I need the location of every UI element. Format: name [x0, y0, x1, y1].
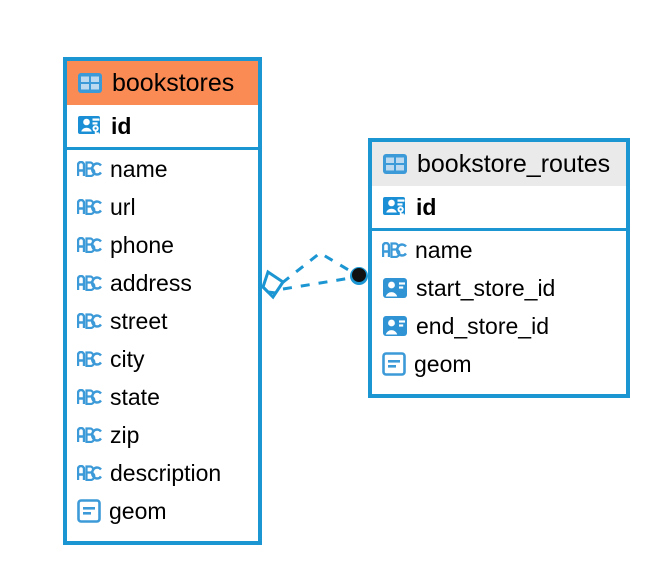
field-separator [67, 147, 258, 150]
abc-text-icon [77, 465, 102, 481]
abc-text-icon [382, 242, 407, 258]
field-label-end-store-id: end_store_id [416, 312, 549, 339]
field-label-zip: zip [110, 421, 140, 448]
abc-text-icon [77, 389, 102, 405]
abc-text-icon [77, 275, 102, 291]
relationship-line-upper [281, 251, 358, 285]
abc-text-icon [77, 351, 102, 367]
field-row-id[interactable]: id [372, 186, 626, 228]
field-separator [372, 228, 626, 231]
field-label-street: street [110, 307, 168, 334]
abc-text-icon [77, 427, 102, 443]
field-row-name[interactable]: name [67, 150, 258, 188]
entity-header-bookstores[interactable]: bookstores [67, 61, 258, 105]
primary-key-icon [77, 113, 103, 139]
field-row-street[interactable]: street [67, 302, 258, 340]
entity-title-bookstores: bookstores [112, 68, 235, 97]
field-label-description: description [110, 459, 222, 486]
field-label-geom: geom [414, 350, 472, 377]
field-label-state: state [110, 383, 160, 410]
field-row-url[interactable]: url [67, 188, 258, 226]
abc-text-icon [77, 161, 102, 177]
entity-header-bookstore-routes[interactable]: bookstore_routes [372, 142, 626, 186]
field-row-state[interactable]: state [67, 378, 258, 416]
entity-bookstores[interactable]: bookstores [63, 57, 262, 545]
field-row-phone[interactable]: phone [67, 226, 258, 264]
abc-text-icon [77, 313, 102, 329]
field-row-geom[interactable]: geom [372, 345, 626, 383]
field-row-end-store-id[interactable]: end_store_id [372, 307, 626, 345]
field-row-id[interactable]: id [67, 105, 258, 147]
relationship-target-circle-icon [350, 267, 368, 285]
field-row-description[interactable]: description [67, 454, 258, 492]
entity-title-bookstore-routes: bookstore_routes [417, 149, 611, 178]
field-label-name: name [415, 236, 473, 263]
relationship-source-diamond-icon [261, 269, 286, 300]
abc-text-icon [77, 199, 102, 215]
relationship-line-lower [282, 275, 358, 291]
field-row-geom[interactable]: geom [67, 492, 258, 530]
foreign-key-icon [382, 315, 408, 337]
table-icon [382, 153, 408, 175]
field-row-zip[interactable]: zip [67, 416, 258, 454]
field-label-start-store-id: start_store_id [416, 274, 556, 301]
geometry-icon [77, 499, 101, 523]
foreign-key-icon [382, 277, 408, 299]
field-list-bookstores: id name [67, 105, 258, 530]
field-row-city[interactable]: city [67, 340, 258, 378]
field-label-phone: phone [110, 231, 174, 258]
entity-bookstore-routes[interactable]: bookstore_routes [368, 138, 630, 398]
field-label-name: name [110, 155, 168, 182]
table-icon [77, 72, 103, 94]
field-label-address: address [110, 269, 192, 296]
abc-text-icon [77, 237, 102, 253]
primary-key-icon [382, 194, 408, 220]
field-row-start-store-id[interactable]: start_store_id [372, 269, 626, 307]
field-label-city: city [110, 345, 145, 372]
field-label-id: id [111, 112, 132, 139]
field-label-geom: geom [109, 497, 167, 524]
field-row-address[interactable]: address [67, 264, 258, 302]
field-list-bookstore-routes: id name [372, 186, 626, 383]
field-row-name[interactable]: name [372, 231, 626, 269]
field-label-id: id [416, 193, 437, 220]
geometry-icon [382, 352, 406, 376]
field-label-url: url [110, 193, 136, 220]
